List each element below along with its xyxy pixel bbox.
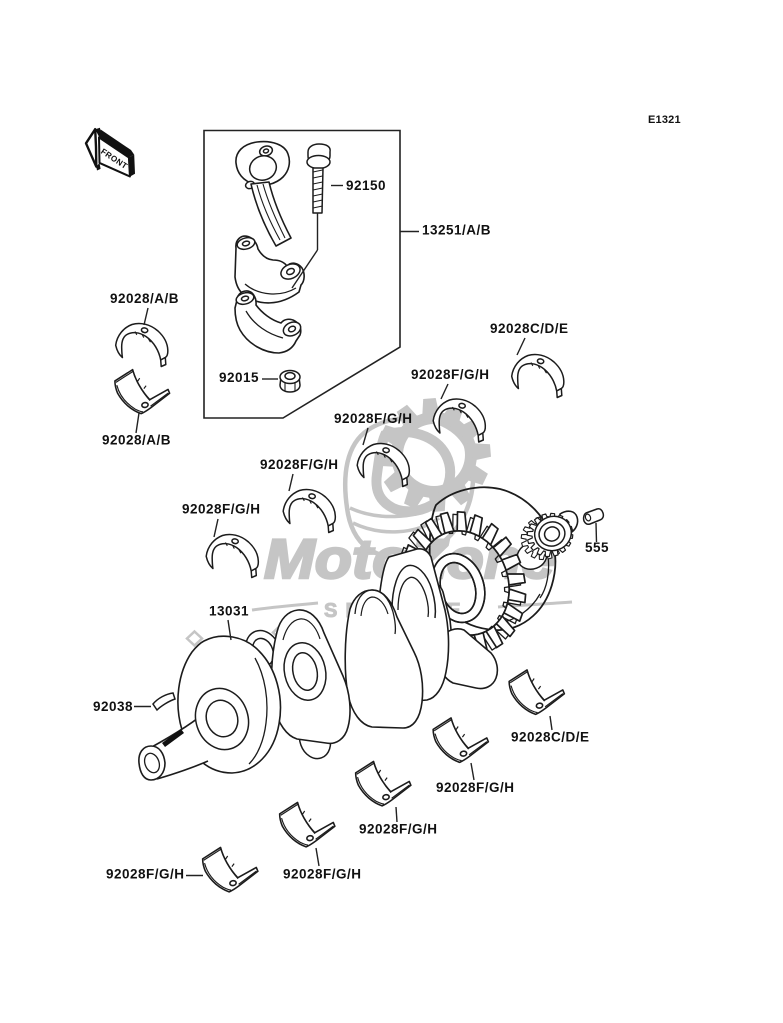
svg-text:92150: 92150 bbox=[346, 178, 386, 193]
svg-text:92028F/G/H: 92028F/G/H bbox=[359, 822, 438, 837]
svg-text:E1321: E1321 bbox=[648, 114, 681, 126]
svg-text:92028F/G/H: 92028F/G/H bbox=[106, 867, 185, 882]
svg-text:92028F/G/H: 92028F/G/H bbox=[334, 411, 413, 426]
svg-text:92028C/D/E: 92028C/D/E bbox=[511, 730, 590, 745]
svg-text:92015: 92015 bbox=[219, 370, 259, 385]
svg-text:555: 555 bbox=[585, 540, 609, 555]
svg-text:13251/A/B: 13251/A/B bbox=[422, 223, 491, 238]
svg-text:13031: 13031 bbox=[209, 604, 249, 619]
svg-text:92028/A/B: 92028/A/B bbox=[102, 433, 171, 448]
svg-text:92028/A/B: 92028/A/B bbox=[110, 291, 179, 306]
svg-text:92028F/G/H: 92028F/G/H bbox=[283, 867, 362, 882]
svg-text:92028F/G/H: 92028F/G/H bbox=[260, 457, 339, 472]
svg-text:92038: 92038 bbox=[93, 699, 133, 714]
svg-text:92028F/G/H: 92028F/G/H bbox=[436, 780, 515, 795]
svg-text:92028F/G/H: 92028F/G/H bbox=[411, 367, 490, 382]
svg-text:92028F/G/H: 92028F/G/H bbox=[182, 502, 261, 517]
svg-text:92028C/D/E: 92028C/D/E bbox=[490, 321, 569, 336]
